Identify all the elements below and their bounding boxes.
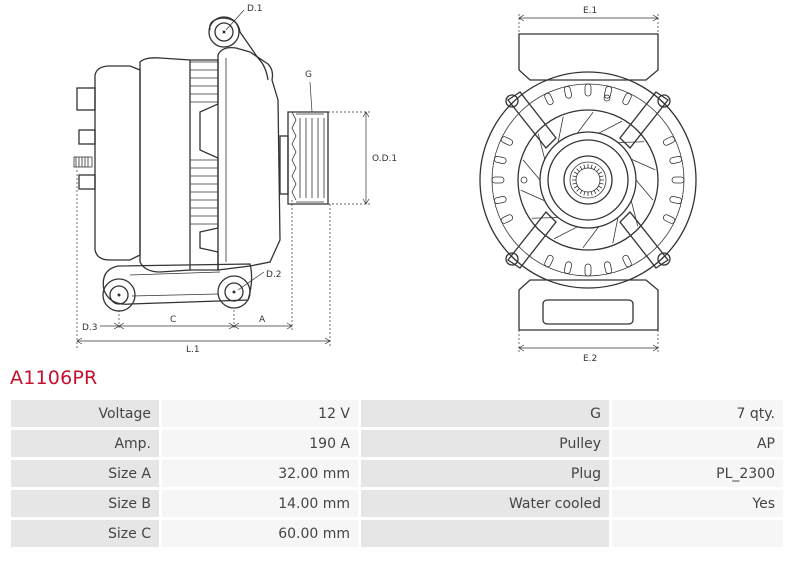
spec-value: 60.00 mm	[162, 520, 358, 547]
spec-label: Water cooled	[361, 490, 609, 517]
label-d2: D.2	[266, 270, 282, 280]
label-e2: E.2	[583, 354, 597, 364]
spec-label: Size C	[11, 520, 159, 547]
part-code-title: A1106PR	[10, 367, 98, 389]
spec-value: 7 qty.	[612, 400, 783, 427]
side-view	[73, 9, 370, 348]
label-e1: E.1	[583, 6, 597, 16]
spec-value: AP	[612, 430, 783, 457]
spec-label: Size B	[11, 490, 159, 517]
spec-label: Amp.	[11, 430, 159, 457]
spec-label: G	[361, 400, 609, 427]
spec-value	[612, 520, 783, 547]
shaft-spline	[572, 164, 604, 196]
spec-value: PL_2300	[612, 460, 783, 487]
spec-value: Yes	[612, 490, 783, 517]
spec-value: 12 V	[162, 400, 358, 427]
spec-label: Plug	[361, 460, 609, 487]
technical-drawing: D.1 G O.D.1 D.2 D.3 C A L.1	[73, 4, 697, 364]
label-d3: D.3	[82, 323, 98, 333]
label-c: C	[170, 315, 176, 325]
label-g: G	[305, 70, 312, 80]
spec-label: Pulley	[361, 430, 609, 457]
spec-label: Size A	[11, 460, 159, 487]
fan-blades	[520, 111, 656, 249]
spec-label: Voltage	[11, 400, 159, 427]
spec-value: 190 A	[162, 430, 358, 457]
front-view	[479, 14, 697, 352]
label-od1: O.D.1	[372, 154, 397, 164]
label-l1: L.1	[186, 345, 200, 355]
spec-value: 14.00 mm	[162, 490, 358, 517]
label-d1: D.1	[247, 4, 263, 14]
housing-slots	[491, 83, 685, 277]
label-a: A	[259, 315, 266, 325]
spec-value: 32.00 mm	[162, 460, 358, 487]
spec-label	[361, 520, 609, 547]
